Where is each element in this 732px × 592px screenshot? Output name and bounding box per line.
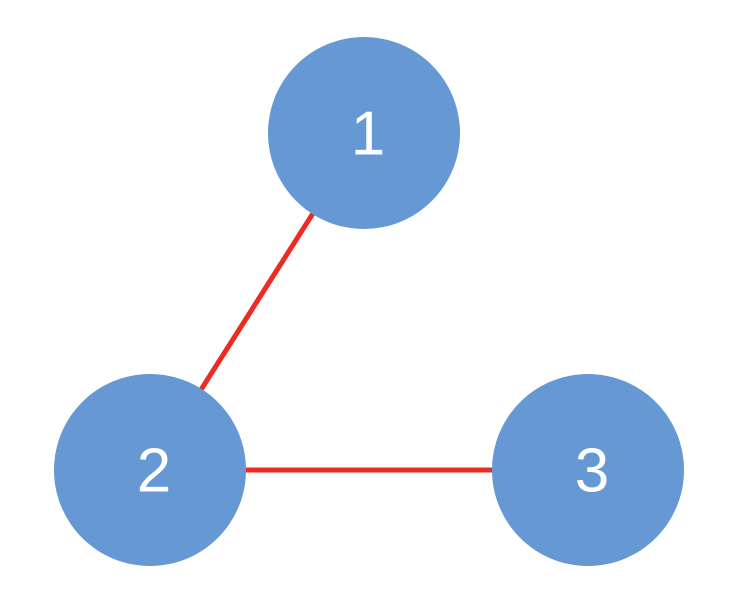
node-2[interactable]: 2 [54,374,246,566]
node-3-label: 3 [575,437,609,506]
node-1-label: 1 [351,100,385,169]
node-2-circle[interactable] [54,374,246,566]
node-layer: 1 2 3 [54,37,684,566]
node-3[interactable]: 3 [492,374,684,566]
node-1[interactable]: 1 [268,37,460,229]
node-2-label: 2 [137,437,171,506]
node-3-circle[interactable] [492,374,684,566]
node-1-circle[interactable] [268,37,460,229]
